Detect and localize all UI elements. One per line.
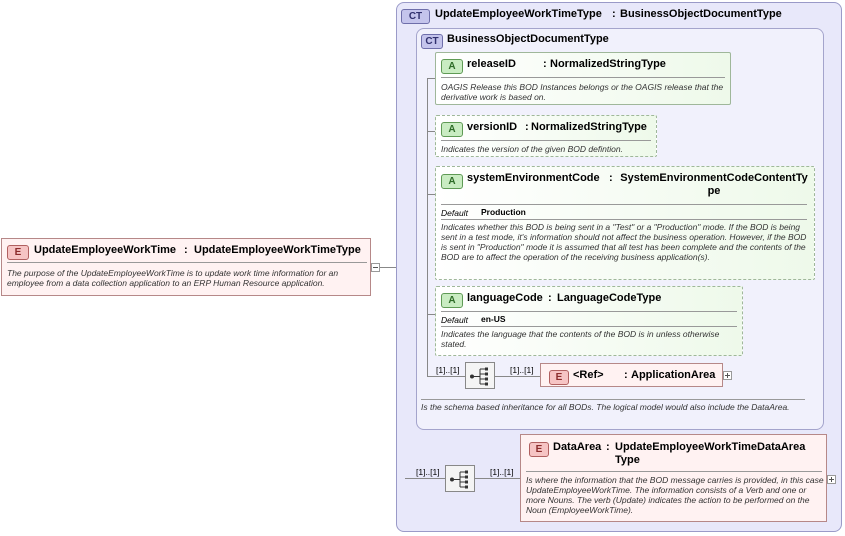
ref-type-separator: : bbox=[624, 369, 628, 381]
inner-type-doc: Is the schema based inheritance for all … bbox=[421, 402, 790, 412]
element-badge: E bbox=[529, 442, 549, 457]
sequence-compositor-icon[interactable] bbox=[465, 362, 495, 389]
element-type: UpdateEmployeeWorkTimeDataArea bbox=[615, 441, 806, 453]
attribute-type: LanguageCodeType bbox=[557, 292, 662, 304]
element-badge: E bbox=[549, 370, 569, 385]
attribute-badge: A bbox=[441, 59, 463, 74]
sequence-icon bbox=[470, 367, 488, 386]
attribute-badge: A bbox=[441, 293, 463, 308]
element-doc: Is where the information that the BOD me… bbox=[526, 475, 824, 515]
element-badge: E bbox=[7, 245, 29, 260]
element-type-continued: Type bbox=[615, 454, 640, 466]
complex-type-badge: CT bbox=[421, 34, 443, 49]
element-type: ApplicationArea bbox=[631, 369, 716, 381]
collapse-toggle[interactable] bbox=[371, 263, 380, 272]
attribute-doc: Indicates whether this BOD is being sent… bbox=[441, 222, 807, 262]
element-multiplicity: [1]..[1] bbox=[490, 467, 514, 477]
name-type-separator: : bbox=[543, 58, 547, 70]
attribute-system-environment-code[interactable]: A systemEnvironmentCode : SystemEnvironm… bbox=[435, 166, 815, 280]
attribute-version-id[interactable]: A versionID : NormalizedStringType Indic… bbox=[435, 115, 657, 157]
attribute-type: NormalizedStringType bbox=[531, 121, 647, 133]
default-value: en-US bbox=[481, 314, 506, 324]
outer-type-base: BusinessObjectDocumentType bbox=[620, 8, 782, 20]
default-label: Default bbox=[441, 208, 468, 218]
expand-toggle[interactable] bbox=[827, 475, 836, 484]
sequence-icon bbox=[450, 470, 468, 489]
name-type-separator: : bbox=[548, 292, 552, 304]
element-name: DataArea bbox=[553, 441, 602, 453]
attribute-name: releaseID bbox=[467, 58, 516, 70]
default-label: Default bbox=[441, 315, 468, 325]
name-base-separator: : bbox=[612, 8, 616, 20]
root-element-doc: The purpose of the UpdateEmployeeWorkTim… bbox=[7, 268, 339, 288]
data-area-element[interactable]: E DataArea : UpdateEmployeeWorkTimeDataA… bbox=[520, 434, 827, 522]
attribute-doc: Indicates the language that the contents… bbox=[441, 329, 720, 349]
name-type-separator: : bbox=[525, 121, 529, 133]
attribute-name: languageCode bbox=[467, 292, 543, 304]
attribute-type: NormalizedStringType bbox=[550, 58, 666, 70]
attribute-language-code[interactable]: A languageCode : LanguageCodeType Defaul… bbox=[435, 286, 743, 356]
sequence-compositor-icon[interactable] bbox=[445, 465, 475, 492]
root-element-box[interactable]: E UpdateEmployeeWorkTime : UpdateEmploye… bbox=[1, 238, 371, 296]
sequence-multiplicity: [1]..[1] bbox=[416, 467, 440, 477]
root-element-name: UpdateEmployeeWorkTime bbox=[34, 244, 177, 256]
outer-type-name: UpdateEmployeeWorkTimeType bbox=[435, 8, 602, 20]
name-type-separator: : bbox=[184, 244, 188, 256]
attribute-badge: A bbox=[441, 122, 463, 137]
application-area-element[interactable]: E <Ref> : ApplicationArea bbox=[540, 363, 723, 387]
attribute-release-id[interactable]: A releaseID : NormalizedStringType OAGIS… bbox=[435, 52, 731, 105]
attribute-doc: OAGIS Release this BOD Instances belongs… bbox=[441, 82, 724, 102]
default-value: Production bbox=[481, 207, 526, 217]
element-multiplicity: [1]..[1] bbox=[510, 365, 534, 375]
attribute-doc: Indicates the version of the given BOD d… bbox=[441, 144, 623, 154]
root-element-type: UpdateEmployeeWorkTimeType bbox=[194, 244, 361, 256]
name-type-separator: : bbox=[606, 441, 610, 453]
complex-type-badge: CT bbox=[401, 9, 430, 24]
sequence-multiplicity: [1]..[1] bbox=[436, 365, 460, 375]
inner-type-name: BusinessObjectDocumentType bbox=[447, 33, 609, 45]
name-type-separator: : bbox=[609, 172, 613, 184]
attribute-name: systemEnvironmentCode bbox=[467, 172, 600, 184]
attribute-name: versionID bbox=[467, 121, 518, 133]
attribute-badge: A bbox=[441, 174, 463, 189]
element-ref: <Ref> bbox=[573, 369, 604, 381]
expand-toggle[interactable] bbox=[723, 371, 732, 380]
attribute-type: SystemEnvironmentCodeContentType bbox=[620, 172, 808, 197]
